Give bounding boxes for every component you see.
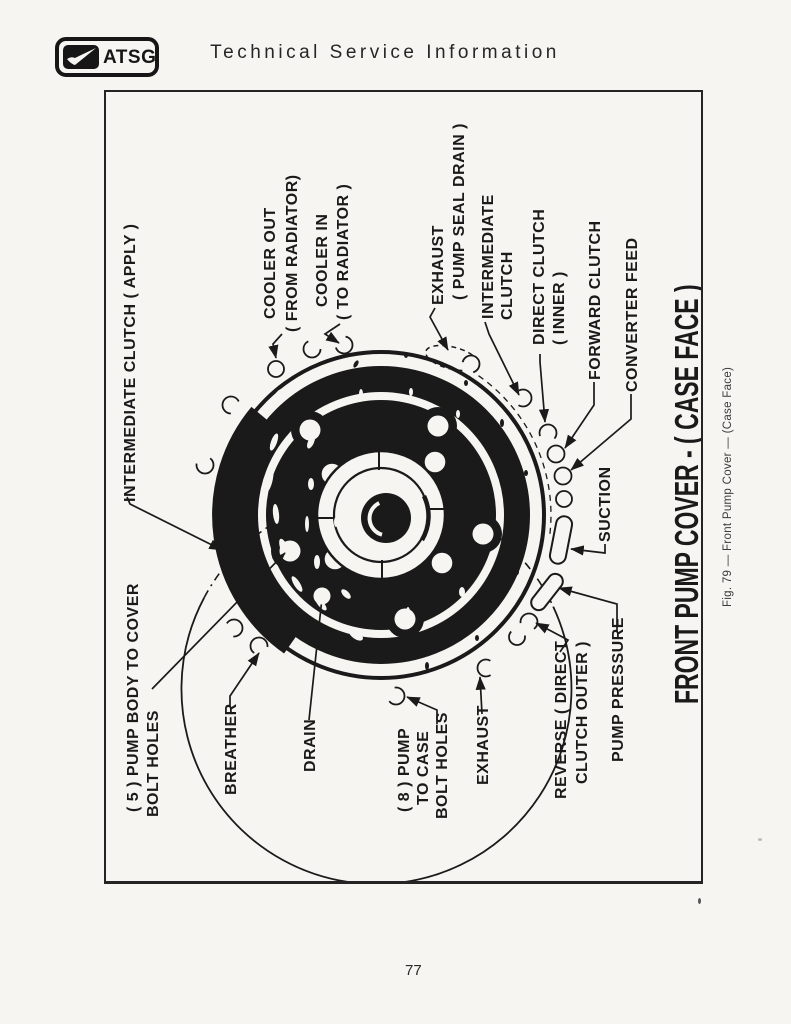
label-breather: BREATHER <box>223 703 240 795</box>
leader-exhaust-bottom <box>475 676 486 715</box>
figure-caption: Fig. 79 — Front Pump Cover — (Case Face) <box>722 366 734 607</box>
label-pump-to-case-2: TO CASE <box>415 731 432 805</box>
label-intermediate-clutch-apply: INTERMEDIATE CLUTCH ( APPLY ) <box>122 223 139 502</box>
leader-breather <box>229 652 260 707</box>
figure-title: FRONT PUMP COVER - ( CASE FACE ) <box>669 284 701 704</box>
leader-direct-clutch <box>538 354 550 423</box>
leader-lines <box>126 307 632 724</box>
leader-converter-feed <box>570 394 632 471</box>
label-pump-pressure: PUMP PRESSURE <box>610 617 627 762</box>
label-pump-body: ( 5 ) PUMP BODY TO COVER <box>125 583 142 812</box>
atsg-logo: ATSG <box>55 37 159 77</box>
label-intermediate-clutch: INTERMEDIATE <box>480 194 497 319</box>
label-converter-feed: CONVERTER FEED <box>624 237 641 392</box>
leader-pump-pressure <box>558 586 618 632</box>
label-intermediate-clutch-2: CLUTCH <box>499 251 516 320</box>
leader-forward-clutch <box>564 382 595 449</box>
label-direct-clutch-2: ( INNER ) <box>551 271 568 345</box>
label-exhaust-bottom: EXHAUST <box>475 705 492 785</box>
pump-cover-drawing <box>180 344 573 881</box>
label-suction: SUCTION <box>597 467 614 543</box>
label-direct-clutch: DIRECT CLUTCH <box>531 209 548 345</box>
flange-bolt-holes <box>195 335 573 706</box>
label-pump-body-2: BOLT HOLES <box>145 710 162 817</box>
page-number: 77 <box>405 962 422 979</box>
leader-pump-body <box>151 552 286 690</box>
front-pump-cover-diagram: INTERMEDIATE CLUTCH ( APPLY ) COOLER OUT… <box>122 123 701 881</box>
atsg-checkmark-icon <box>63 45 99 69</box>
label-reverse-2: CLUTCH OUTER ) <box>574 641 591 784</box>
leader-cooler-in <box>323 323 341 344</box>
leader-pump-to-case <box>406 696 438 724</box>
suction-slot <box>548 515 574 565</box>
label-cooler-out-2: ( FROM RADIATOR) <box>284 174 301 332</box>
label-reverse: REVERSE ( DIRECT <box>553 641 570 799</box>
leader-cooler-out <box>268 333 283 359</box>
label-drain: DRAIN <box>302 719 319 772</box>
pump-pressure-slot <box>530 572 564 612</box>
label-exhaust-top-2: ( PUMP SEAL DRAIN ) <box>451 123 468 300</box>
label-pump-to-case-3: BOLT HOLES <box>434 712 451 819</box>
page-header-title: Technical Service Information <box>210 42 560 63</box>
leader-intermediate-apply <box>126 496 223 551</box>
label-exhaust-top: EXHAUST <box>430 225 447 305</box>
label-forward-clutch: FORWARD CLUTCH <box>587 220 604 380</box>
scan-speck <box>698 898 701 904</box>
drain-hole <box>313 587 331 605</box>
leader-suction <box>570 544 606 556</box>
port-slots <box>530 515 574 612</box>
leader-intermediate-clutch <box>484 321 520 396</box>
callout-labels: INTERMEDIATE CLUTCH ( APPLY ) COOLER OUT… <box>122 123 701 819</box>
label-cooler-in-2: ( TO RADIATOR ) <box>335 184 352 320</box>
atsg-logo-text: ATSG <box>103 46 157 68</box>
figure-frame: INTERMEDIATE CLUTCH ( APPLY ) COOLER OUT… <box>104 90 703 884</box>
leader-reverse <box>535 622 570 653</box>
ink-specks <box>336 352 529 670</box>
label-cooler-in: COOLER IN <box>314 214 331 307</box>
label-cooler-out: COOLER OUT <box>262 207 279 319</box>
label-pump-to-case: ( 8 ) PUMP <box>396 728 413 812</box>
leader-drain <box>308 597 323 721</box>
scan-speck <box>758 838 762 841</box>
photocopy-speckles <box>264 388 465 641</box>
leader-exhaust-seal-drain <box>429 307 449 351</box>
